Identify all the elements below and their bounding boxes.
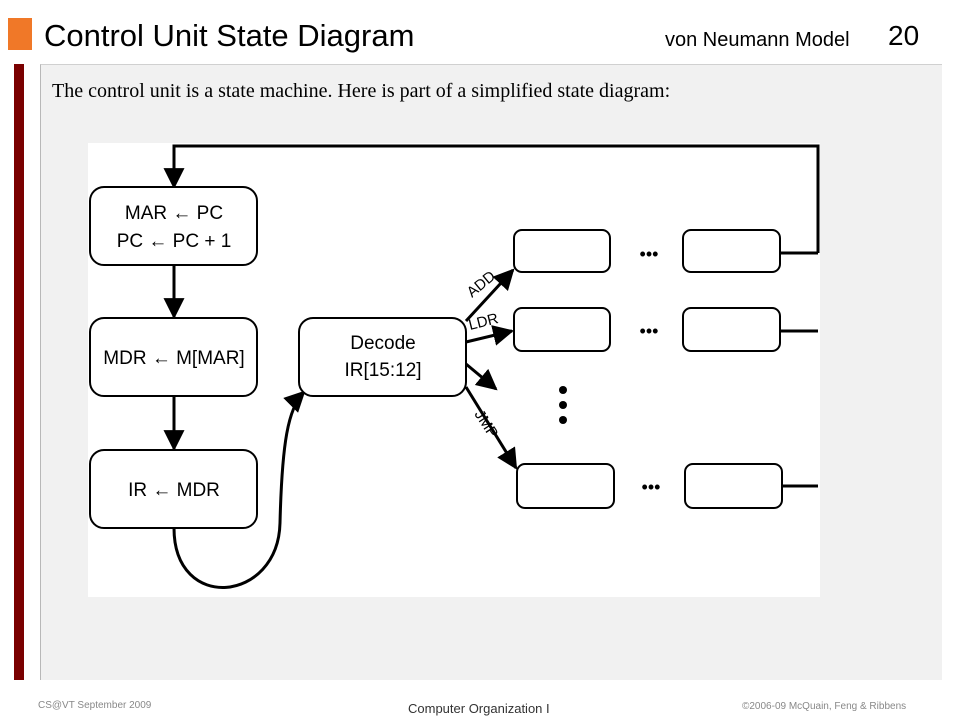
ir-state-label: IR ← MDR — [128, 480, 220, 501]
branch-label-ldr: LDR — [467, 310, 500, 334]
slide-subtitle: von Neumann Model — [665, 29, 850, 51]
vertical-ellipsis-dot-2 — [559, 401, 567, 409]
title-accent-square — [8, 18, 32, 50]
footer-copyright: ©2006-09 McQuain, Feng & Ribbens — [742, 701, 907, 712]
jmp-state-box-1 — [516, 463, 615, 509]
add-state-box-1 — [513, 229, 611, 273]
jmp-state-box-2 — [684, 463, 783, 509]
branch-label-add: ADD — [464, 268, 499, 301]
load-state-label: MDR ← M[MAR] — [103, 348, 244, 369]
footer-course-date: CS@VT September 2009 — [38, 700, 152, 711]
intro-text: The control unit is a state machine. Her… — [52, 80, 671, 102]
jmp-row-ellipsis: ••• — [642, 477, 661, 497]
add-row-ellipsis: ••• — [640, 244, 659, 264]
page-number: 20 — [888, 20, 920, 51]
footer-course-name: Computer Organization I — [408, 701, 550, 716]
slide-title: Control Unit State Diagram — [44, 18, 415, 53]
fetch-state-box — [89, 186, 258, 266]
side-accent-bar — [14, 64, 24, 680]
vertical-ellipsis-dot-1 — [559, 386, 567, 394]
state-diagram: MAR ← PC PC ← PC + 1 MDR ← M[MAR] IR ← M… — [88, 143, 820, 597]
decode-state-line1: Decode — [350, 333, 416, 354]
feedback-loop-line — [163, 144, 820, 253]
arrow-decode-jmp — [464, 386, 518, 470]
decode-state-line2: IR[15:12] — [344, 360, 421, 381]
vertical-ellipsis-dot-3 — [559, 416, 567, 424]
arrow-decode-add — [464, 268, 515, 323]
arrow-decode-ldr — [465, 325, 515, 346]
decode-state-box — [298, 317, 467, 397]
add-state-box-2 — [682, 229, 781, 273]
arrow-decode-other — [465, 362, 498, 391]
arrow-ir-to-decode — [172, 390, 306, 589]
ldr-row-ellipsis: ••• — [640, 321, 659, 341]
fetch-state-line1: MAR ← PC — [125, 203, 223, 224]
ldr-state-box-1 — [513, 307, 611, 352]
fetch-state-line2: PC ← PC + 1 — [117, 231, 232, 252]
ldr-state-box-2 — [682, 307, 781, 352]
